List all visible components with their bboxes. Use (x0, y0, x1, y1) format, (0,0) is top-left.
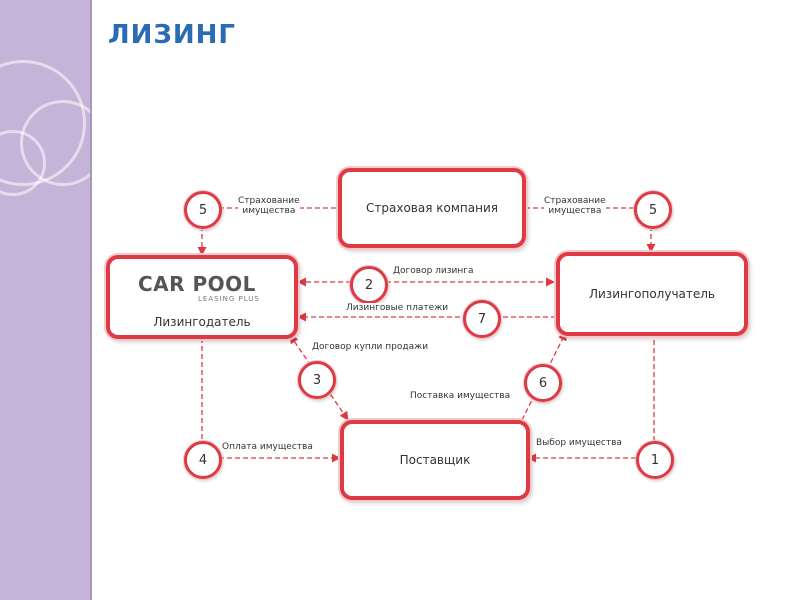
node-lessor: Лизингодатель (106, 255, 298, 339)
label-line: имущества (242, 206, 296, 216)
step-number: 7 (477, 311, 487, 327)
label-lease-payments: Лизинговые платежи (346, 303, 449, 313)
label-line: Страхование (238, 196, 300, 206)
step-number: 5 (198, 202, 208, 218)
node-lessee: Лизингополучатель (556, 252, 748, 336)
node-insurance: Страховая компания (338, 168, 526, 248)
step-number: 4 (198, 452, 208, 468)
node-supplier-label: Поставщик (399, 453, 471, 467)
logo-main-text: CAR POOL (138, 272, 256, 296)
step-4: 4 (184, 441, 222, 479)
label-line: имущества (548, 206, 602, 216)
step-7: 7 (463, 300, 501, 338)
label-delivery: Поставка имущества (410, 391, 511, 401)
step-6: 6 (524, 364, 562, 402)
label-payment: Оплата имущества (222, 442, 313, 452)
step-3: 3 (298, 361, 336, 399)
node-insurance-label: Страховая компания (366, 201, 498, 215)
node-lessor-label: Лизингодатель (153, 315, 251, 329)
logo-sub-text: LEASING PLUS (198, 295, 260, 303)
node-supplier: Поставщик (340, 420, 530, 500)
label-lease-contract: Договор лизинга (393, 266, 474, 276)
node-lessee-label: Лизингополучатель (588, 287, 715, 301)
step-5-left: 5 (184, 191, 222, 229)
label-choice: Выбор имущества (536, 438, 622, 448)
step-number: 3 (312, 372, 322, 388)
label-purchase-contract: Договор купли продажи (312, 342, 429, 352)
label-insurance-right: Страхование имущества (544, 196, 606, 216)
decorative-sidebar (0, 0, 92, 600)
step-number: 6 (538, 375, 548, 391)
step-5-right: 5 (634, 191, 672, 229)
label-line: Страхование (544, 196, 606, 206)
step-1: 1 (636, 441, 674, 479)
label-insurance-left: Страхование имущества (238, 196, 300, 216)
carpool-logo: CAR POOL LEASING PLUS (138, 272, 288, 308)
step-number: 2 (364, 277, 374, 293)
step-number: 5 (648, 202, 658, 218)
step-2: 2 (350, 266, 388, 304)
page-title: ЛИЗИНГ (108, 20, 236, 50)
step-number: 1 (650, 452, 660, 468)
